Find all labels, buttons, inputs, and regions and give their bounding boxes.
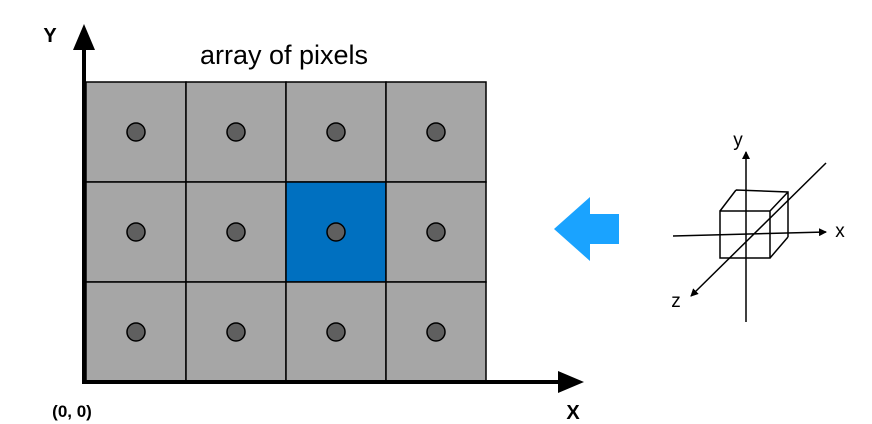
axes-3d <box>672 151 827 322</box>
pixel-center-dot <box>426 222 446 242</box>
left-arrow-icon <box>554 197 619 261</box>
pixel-center-dot <box>226 122 246 142</box>
x-axis-label: X <box>566 402 580 424</box>
pixel-center-dot <box>126 122 146 142</box>
axis3d-z-line <box>690 162 827 297</box>
pixel-center-dot <box>326 222 346 242</box>
grid-title: array of pixels <box>200 40 368 70</box>
axes-2d: Y X (0, 0) <box>43 24 584 424</box>
pixel-center-dot <box>226 322 246 342</box>
pixel-center-dot <box>326 122 346 142</box>
axis3d-x-line <box>672 228 827 237</box>
pixel-center-dot <box>426 322 446 342</box>
pixel-center-dot <box>226 222 246 242</box>
axis3d-x-label: x <box>835 221 845 242</box>
pixel-center-dot <box>426 122 446 142</box>
origin-label: (0, 0) <box>52 402 92 421</box>
pixel-center-dot <box>126 222 146 242</box>
axis3d-z-label: z <box>671 291 681 312</box>
pixel-center-dot <box>126 322 146 342</box>
pixel-center-dot <box>326 322 346 342</box>
y-axis-label: Y <box>43 25 57 47</box>
y-axis-arrowhead <box>73 24 95 50</box>
axis3d-y-label: y <box>733 130 743 151</box>
cube-icon <box>719 189 789 259</box>
x-axis-arrowhead <box>558 371 584 393</box>
pixel-grid <box>85 81 487 383</box>
pixel-cell <box>385 181 487 283</box>
